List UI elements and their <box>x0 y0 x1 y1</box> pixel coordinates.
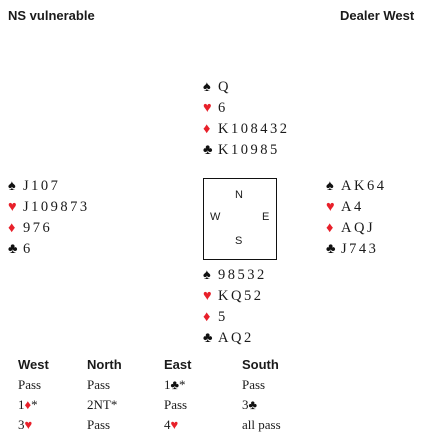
north-diamonds: K108432 <box>218 121 290 137</box>
east-spades: AK64 <box>341 178 387 194</box>
auction-col-west: West Pass 1♦* 3♥ <box>18 355 49 435</box>
auction-bid: Pass <box>87 417 111 432</box>
auction-bid: all pass <box>242 417 281 432</box>
west-hearts-row: ♥ J109873 <box>8 197 90 218</box>
auction-bid: Pass <box>242 377 266 392</box>
west-spades: J107 <box>23 178 61 194</box>
south-diamonds-row: ♦5 <box>203 307 267 328</box>
heart-icon: ♥ <box>203 100 212 116</box>
south-hand: ♠98532 ♥KQ52 ♦5 ♣AQ2 <box>203 265 267 349</box>
diamond-icon: ♦ <box>203 309 211 325</box>
west-diamonds-row: ♦ 976 <box>8 218 90 239</box>
heart-icon: ♥ <box>326 199 335 215</box>
diamond-icon: ♦ <box>8 220 16 236</box>
east-clubs-row: ♣ J743 <box>326 239 386 260</box>
north-diamonds-row: ♦ K108432 <box>203 119 289 140</box>
heart-icon: ♥ <box>203 288 212 304</box>
auction-bid: 3♥ <box>18 417 33 432</box>
south-diamonds: 5 <box>218 309 228 325</box>
north-hearts: 6 <box>218 100 228 116</box>
east-hand: ♠ AK64 ♥ A4 ♦ AQJ ♣ J743 <box>326 176 386 260</box>
auction-col-east: East 1♣* Pass 4♥ <box>164 355 191 435</box>
auction-bid: 3♣ <box>242 397 258 412</box>
west-clubs: 6 <box>23 241 33 257</box>
spade-icon: ♠ <box>203 267 211 283</box>
south-hearts-row: ♥ KQ52 <box>203 286 267 307</box>
east-spades-row: ♠ AK64 <box>326 176 386 197</box>
auction-header-south: South <box>242 357 279 372</box>
east-hearts-row: ♥ A4 <box>326 197 386 218</box>
auction-bid: 1♣* <box>164 377 186 392</box>
east-hearts: A4 <box>341 199 364 215</box>
heart-icon: ♥ <box>8 199 17 215</box>
diamond-icon: ♦ <box>24 397 32 412</box>
compass-west: W <box>210 211 221 223</box>
north-spades: Q <box>218 79 231 95</box>
south-clubs: AQ2 <box>218 330 254 346</box>
south-clubs-row: ♣ AQ2 <box>203 328 267 349</box>
auction-header-west: West <box>18 357 49 372</box>
south-spades-row: ♠ 98532 <box>203 265 267 286</box>
compass-south: S <box>235 235 243 247</box>
north-spades-row: ♠Q <box>203 77 289 98</box>
compass-east: E <box>262 211 270 223</box>
club-icon: ♣ <box>170 377 180 392</box>
diamond-icon: ♦ <box>203 121 211 137</box>
compass-north: N <box>235 189 243 201</box>
auction-header-north: North <box>87 357 122 372</box>
west-diamonds: 976 <box>23 220 53 236</box>
west-hand: ♠J107 ♥J109873 ♦976 ♣6 <box>8 176 90 260</box>
west-hearts: J109873 <box>23 199 90 215</box>
auction-bid: Pass <box>87 377 111 392</box>
auction-col-north: North Pass 2NT* Pass <box>87 355 122 435</box>
auction-bid: Pass <box>164 397 188 412</box>
auction-col-south: South Pass 3♣ all pass <box>242 355 281 435</box>
dealer-label: Dealer West <box>340 8 415 23</box>
east-diamonds-row: ♦ AQJ <box>326 218 386 239</box>
spade-icon: ♠ <box>203 79 211 95</box>
auction-bid: 1♦* <box>18 397 38 412</box>
north-hearts-row: ♥6 <box>203 98 289 119</box>
west-clubs-row: ♣6 <box>8 239 90 260</box>
south-hearts: KQ52 <box>218 288 264 304</box>
auction-bid: 2NT* <box>87 397 118 412</box>
spade-icon: ♠ <box>326 178 334 194</box>
north-hand: ♠Q ♥6 ♦K108432 ♣K10985 <box>203 77 289 161</box>
east-diamonds: AQJ <box>341 220 376 236</box>
heart-icon: ♥ <box>170 417 179 432</box>
compass-box: N W E S <box>203 178 277 260</box>
club-icon: ♣ <box>326 241 336 257</box>
north-clubs: K10985 <box>218 142 280 158</box>
heart-icon: ♥ <box>24 417 33 432</box>
auction-header-east: East <box>164 357 192 372</box>
club-icon: ♣ <box>248 397 258 412</box>
club-icon: ♣ <box>203 330 213 346</box>
club-icon: ♣ <box>203 142 213 158</box>
club-icon: ♣ <box>8 241 18 257</box>
north-clubs-row: ♣ K10985 <box>203 140 289 161</box>
auction-bid: Pass <box>18 377 42 392</box>
vulnerability-label: NS vulnerable <box>8 8 95 23</box>
diamond-icon: ♦ <box>326 220 334 236</box>
east-clubs: J743 <box>341 241 379 257</box>
auction-bid: 4♥ <box>164 417 179 432</box>
spade-icon: ♠ <box>8 178 16 194</box>
south-spades: 98532 <box>218 267 267 283</box>
west-spades-row: ♠ J107 <box>8 176 90 197</box>
